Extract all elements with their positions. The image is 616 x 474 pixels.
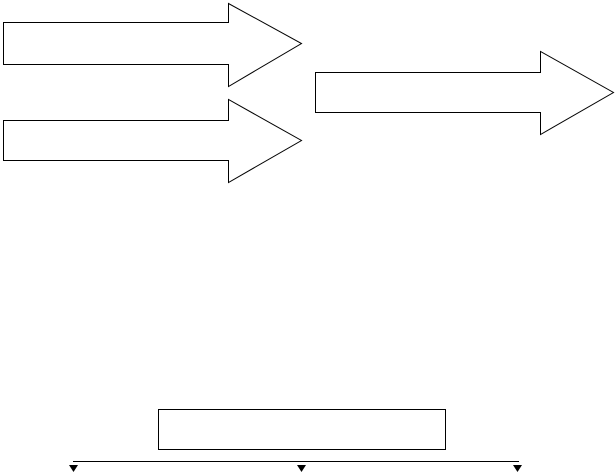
down-triangle-icon xyxy=(69,465,78,472)
block-arrow-right xyxy=(315,50,615,136)
down-triangle-icon xyxy=(513,465,522,472)
down-triangle-icon xyxy=(297,465,306,472)
block-arrow-top-left xyxy=(3,2,303,88)
block-arrow-bottom-left xyxy=(3,98,303,184)
empty-box xyxy=(158,409,446,450)
